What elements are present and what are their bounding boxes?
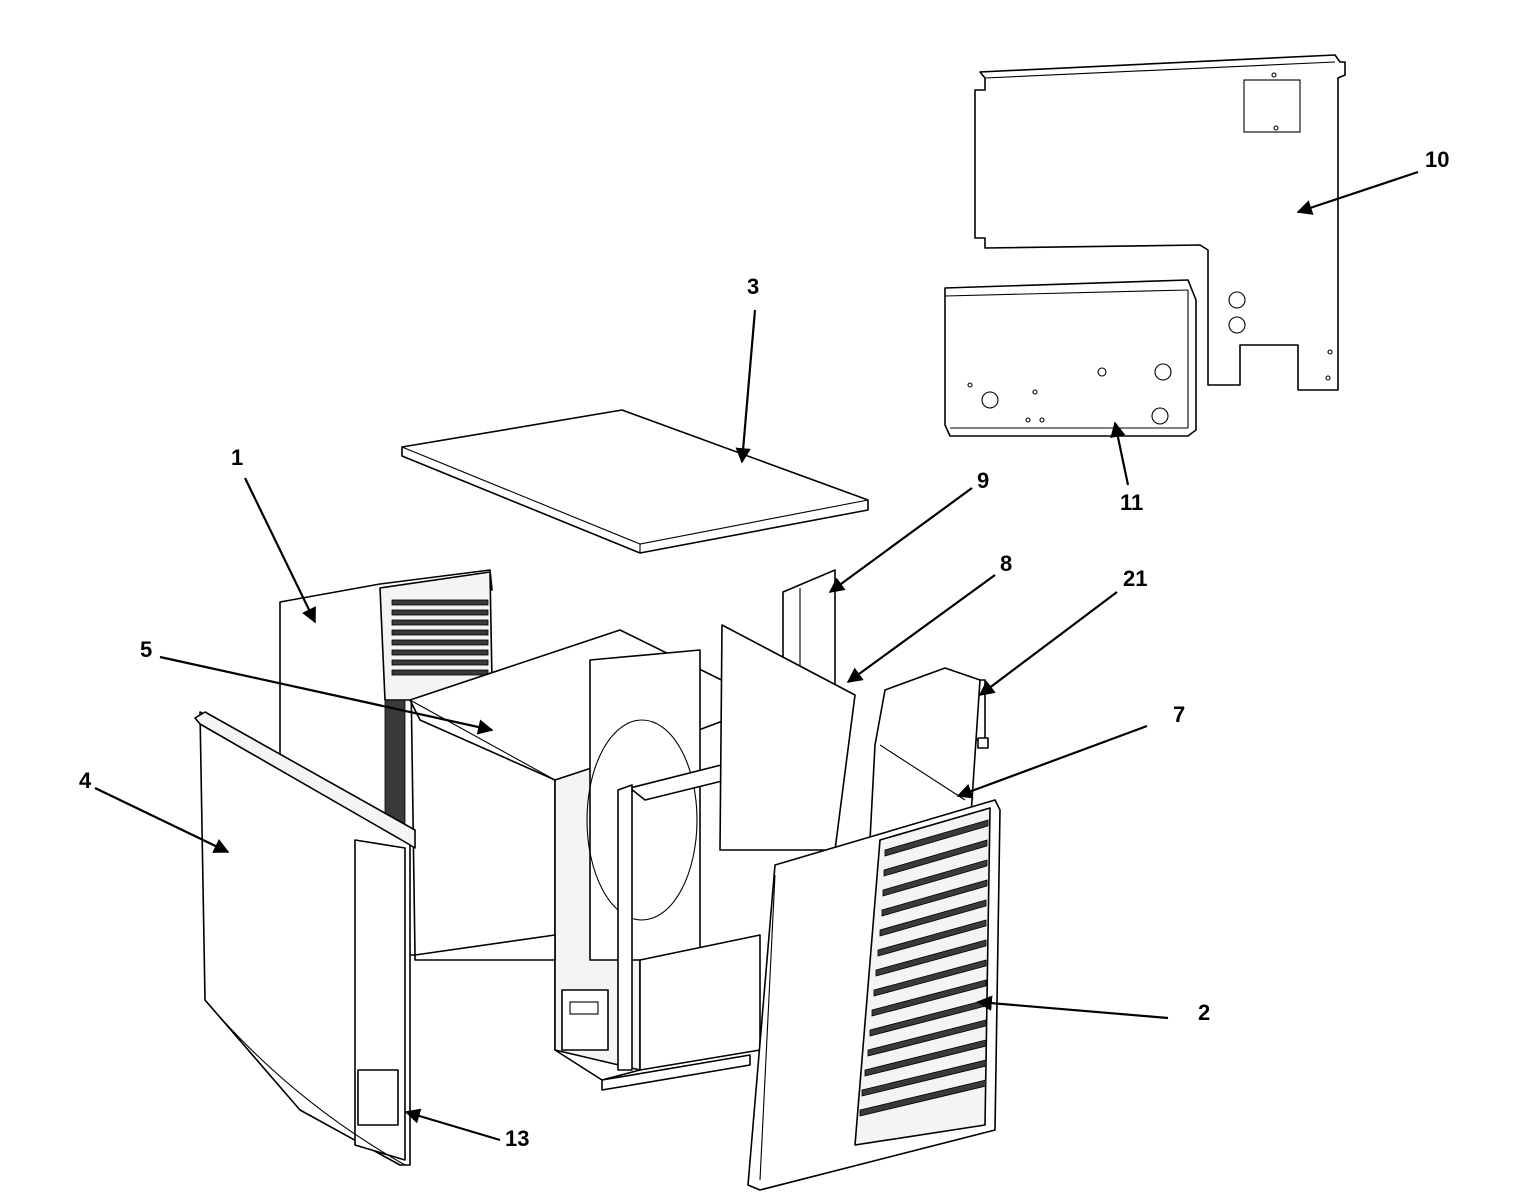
callout-21: 21 xyxy=(1123,566,1147,591)
part-4-front-door-panel xyxy=(194,711,416,1166)
leader-13 xyxy=(404,1108,501,1142)
callout-13: 13 xyxy=(505,1126,529,1151)
part-3-top-cover xyxy=(401,409,869,554)
callout-10: 10 xyxy=(1425,147,1449,172)
part-1-louvers xyxy=(384,599,489,831)
leader-3 xyxy=(735,309,757,464)
callout-3: 3 xyxy=(747,274,759,299)
callout-8: 8 xyxy=(1000,551,1012,576)
callout-11: 11 xyxy=(1120,490,1143,515)
part-2-front-louvered-panel xyxy=(747,799,1001,1191)
callout-4: 4 xyxy=(79,768,92,793)
leader-5 xyxy=(159,655,494,735)
callout-7: 7 xyxy=(1173,702,1185,727)
leader-7 xyxy=(956,724,1148,799)
callout-5: 5 xyxy=(140,637,152,662)
part-10-rear-panel xyxy=(974,54,1346,391)
leader-2 xyxy=(976,995,1169,1020)
leader-1 xyxy=(244,477,316,624)
leader-lines xyxy=(94,170,1419,1142)
chassis-frame xyxy=(409,629,841,1091)
leader-4 xyxy=(94,787,230,853)
leader-11 xyxy=(1110,421,1130,486)
callout-9: 9 xyxy=(977,468,989,493)
leader-21 xyxy=(978,591,1118,696)
leader-8 xyxy=(846,574,996,683)
part-11-control-box xyxy=(944,279,1197,437)
callout-2: 2 xyxy=(1198,1000,1210,1025)
callout-1: 1 xyxy=(231,445,243,470)
callout-labels: 1 2 3 4 5 7 8 9 10 11 13 21 xyxy=(79,147,1449,1151)
leader-10 xyxy=(1296,170,1419,215)
leader-9 xyxy=(828,487,973,593)
part-1-left-side-panel xyxy=(279,569,493,956)
